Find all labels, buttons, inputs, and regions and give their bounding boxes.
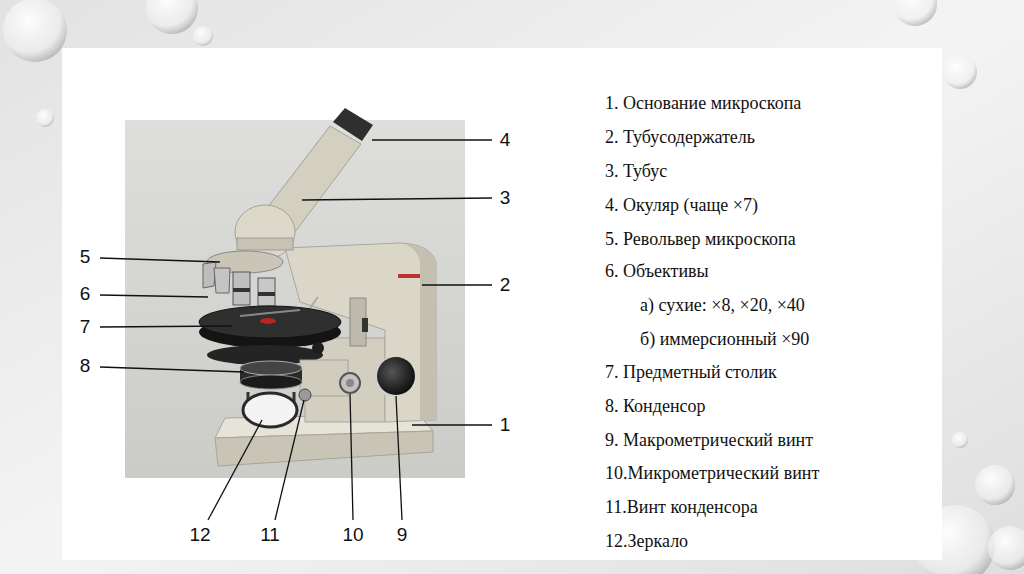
micro-knob — [340, 373, 360, 393]
part-list-item: 1. Основание микроскопа — [605, 93, 801, 114]
objective — [214, 268, 230, 293]
objective-band — [233, 288, 250, 292]
water-drop — [36, 109, 54, 127]
callout-number: 1 — [500, 414, 511, 436]
stage-clip — [240, 310, 300, 316]
part-list-item: б) иммерсионный ×90 — [640, 329, 809, 350]
leader-line — [100, 367, 244, 372]
callout-number: 4 — [500, 129, 511, 151]
callout-number: 9 — [397, 524, 408, 546]
water-drop — [943, 55, 977, 89]
part-list-item: 5. Револьвер микроскопа — [605, 229, 796, 250]
part-list-item: 6. Объективы — [605, 261, 709, 282]
base-front — [215, 431, 433, 466]
part-list-item: 10.Микрометрический винт — [605, 463, 819, 484]
leader-line — [302, 198, 492, 200]
part-list-item: 9. Макрометрический винт — [605, 430, 813, 451]
leader-line — [208, 420, 262, 520]
callout-number: 7 — [80, 316, 91, 338]
callout-number: 3 — [500, 187, 511, 209]
leader-line — [422, 284, 492, 285]
leader-line — [100, 295, 208, 297]
leader-line — [396, 396, 402, 520]
water-drop — [952, 432, 968, 448]
objective — [258, 278, 275, 306]
stage-knob — [312, 342, 324, 354]
badge — [398, 274, 420, 278]
part-list-item: 4. Окуляр (чаще ×7) — [605, 195, 758, 216]
callout-number: 6 — [80, 283, 91, 305]
micro-knob-center — [346, 379, 354, 387]
callout-number: 11 — [260, 524, 280, 546]
eyepiece — [333, 108, 373, 141]
part-list-item: 8. Конденсор — [605, 396, 706, 417]
water-drop — [893, 0, 937, 26]
stage — [199, 306, 341, 338]
arm-shade — [405, 244, 436, 421]
microscope — [199, 108, 436, 466]
part-list-item: 12.Зеркало — [605, 531, 688, 552]
condenser-bottom — [240, 375, 302, 389]
condenser-top — [240, 361, 302, 375]
leader-line — [100, 326, 232, 327]
part-list-item: 3. Тубус — [605, 161, 667, 182]
mirror — [243, 393, 297, 427]
condenser-screw — [299, 389, 311, 401]
stage-hole — [260, 318, 276, 324]
part-list-item: 7. Предметный столик — [605, 362, 777, 383]
head-ring — [237, 238, 293, 250]
callout-number: 5 — [80, 246, 91, 268]
stage-slot — [362, 318, 368, 332]
leader-line — [350, 394, 353, 520]
callout-number: 12 — [189, 524, 210, 546]
part-list-item: 11.Винт конденсора — [605, 497, 758, 518]
water-drop — [3, 0, 67, 62]
objective — [233, 272, 250, 305]
water-drops — [3, 0, 1024, 574]
callout-number: 2 — [500, 274, 511, 296]
water-drop — [146, 0, 198, 34]
leader-lines — [100, 140, 492, 520]
objective — [203, 262, 216, 288]
part-list-item: а) сухие: ×8, ×20, ×40 — [640, 295, 805, 316]
callout-number: 10 — [342, 524, 363, 546]
macro-knob — [377, 357, 415, 395]
water-drop — [988, 526, 1024, 570]
photo-ground — [125, 120, 465, 478]
part-list-item: 2. Тубусодержатель — [605, 127, 755, 148]
white-panel — [62, 48, 942, 560]
leader-line — [372, 139, 492, 140]
leader-line — [100, 258, 220, 262]
water-drop — [975, 465, 1015, 505]
leader-line — [412, 424, 492, 425]
leader-line — [275, 400, 304, 520]
objective-band — [258, 292, 275, 296]
callout-number: 8 — [80, 355, 91, 377]
water-drop — [193, 26, 213, 46]
stage-pin — [310, 297, 318, 308]
